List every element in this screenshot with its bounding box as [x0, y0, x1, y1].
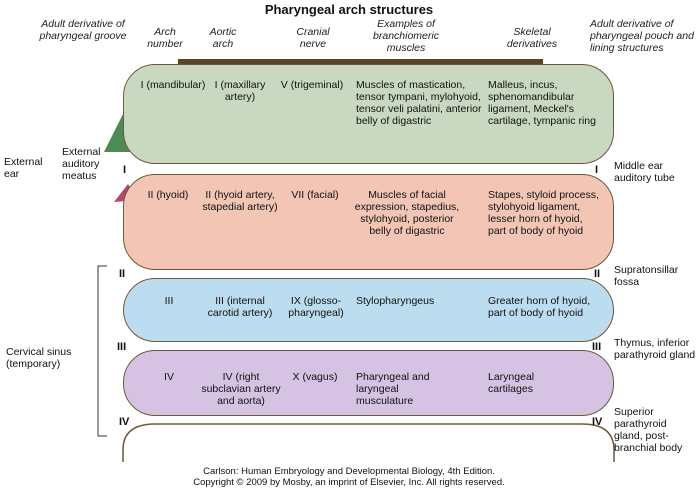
arch4-muscles: Pharyngeal and laryngeal musculature: [356, 371, 430, 407]
header-skeletal: Skeletal derivatives: [506, 26, 558, 50]
arch2-skeletal: Stapes, styloid process, stylohyoid liga…: [488, 189, 599, 237]
credit-line-2: Copyright © 2009 by Mosby, an imprint of…: [193, 477, 505, 488]
arch-band-3: [123, 278, 614, 342]
arch1-nerve: V (trigeminal): [280, 79, 344, 91]
top-bar: [178, 59, 543, 64]
arch3-muscles: Stylopharyngeus: [356, 295, 435, 307]
arch-band-1: [123, 64, 614, 164]
arch3-nerve: IX (glosso-pharyngeal): [288, 295, 344, 319]
pouch-label-1: Middle ear auditory tube: [614, 160, 675, 184]
pouch-number-2: II: [594, 268, 601, 280]
arch2-number: II (hyoid): [147, 189, 189, 201]
groove-number-3: III: [117, 341, 127, 353]
partial-arch: [122, 423, 615, 462]
label-cervical-sinus: Cervical sinus (temporary): [6, 346, 72, 370]
header-arch-number: Arch number: [147, 26, 183, 50]
groove-number-4: IV: [119, 416, 130, 428]
arch-band-4: [123, 350, 614, 416]
diagram-title: Pharyngeal arch structures: [264, 2, 434, 17]
credit-line-1: Carlson: Human Embryology and Developmen…: [203, 466, 495, 477]
header-groove: Adult derivative of pharyngeal groove: [39, 18, 127, 42]
groove-number-1: I: [123, 164, 127, 176]
pouch-label-3: Thymus, inferior parathyroid gland: [614, 337, 696, 361]
arch3-skeletal: Greater horn of hyoid, part of body of h…: [488, 295, 591, 319]
groove-number-2: II: [119, 268, 126, 280]
pouch-number-3: III: [592, 341, 602, 353]
arch1-muscles: Muscles of mastication, tensor tympani, …: [356, 79, 482, 127]
pouch-number-4: IV: [592, 416, 603, 428]
arch4-aortic: IV (right subclavian artery and aorta): [201, 371, 281, 407]
header-muscles: Examples of branchiomeric muscles: [373, 18, 439, 54]
header-aortic-arch: Aortic arch: [209, 26, 237, 50]
arch-band-2: [123, 174, 614, 270]
arch3-aortic: III (internal carotid artery): [207, 295, 273, 319]
cervical-bracket: [97, 265, 107, 437]
header-pouch: Adult derivative of pharyngeal pouch and…: [590, 18, 694, 54]
header-cranial-nerve: Cranial nerve: [296, 26, 330, 50]
pouch-label-4: Superior parathyroid gland, post-branchi…: [614, 406, 683, 454]
label-external-auditory-meatus: External auditory meatus: [62, 146, 101, 182]
pouch-number-1: I: [595, 164, 599, 176]
arch4-number: IV: [164, 371, 174, 383]
arch1-aortic: I (maxillary artery): [214, 79, 266, 103]
arch1-skeletal: Malleus, incus, sphenomandibular ligamen…: [488, 79, 596, 127]
label-external-ear: External ear: [4, 156, 43, 180]
arch4-nerve: X (vagus): [292, 371, 338, 383]
arch2-muscles: Muscles of facial expression, stapedius,…: [354, 189, 460, 237]
arch3-number: III: [164, 295, 174, 307]
pouch-label-2: Supratonsillar fossa: [614, 264, 679, 288]
arch1-number: I (mandibular): [140, 79, 206, 91]
arch2-aortic: II (hyoid artery, stapedial artery): [202, 189, 278, 213]
arch2-nerve: VII (facial): [291, 189, 339, 201]
arch4-skeletal: Laryngeal cartilages: [488, 371, 535, 395]
